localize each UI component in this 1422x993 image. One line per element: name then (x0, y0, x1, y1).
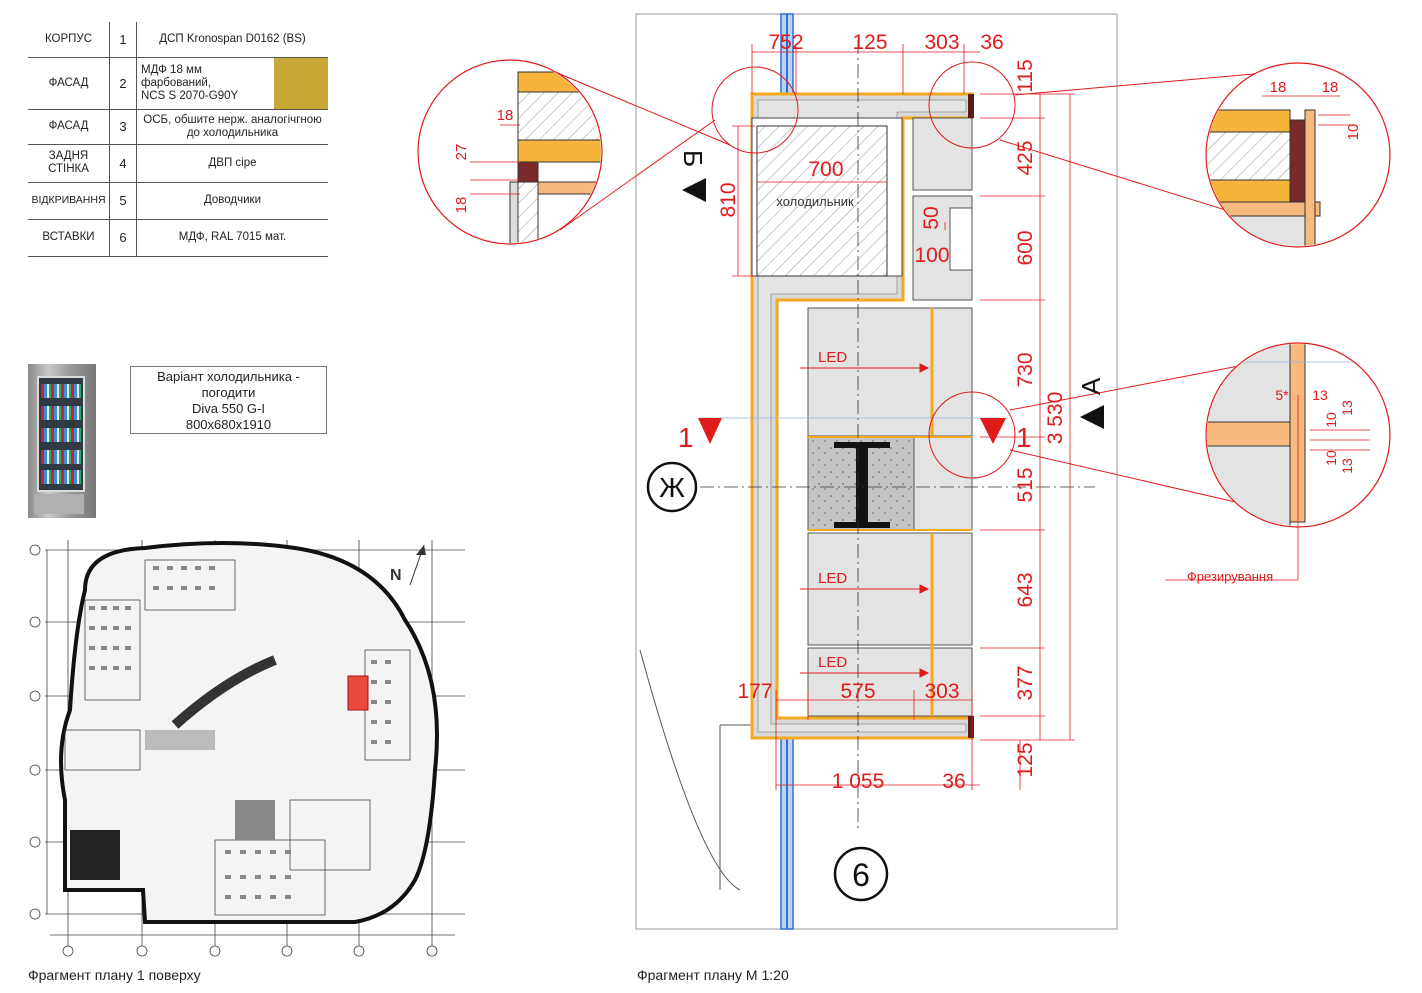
small-dim: 50 (920, 206, 943, 229)
led-label: LED (818, 654, 847, 671)
svg-text:13: 13 (1312, 387, 1328, 403)
legend-num: 1 (109, 22, 137, 58)
section-label-a: А (1076, 377, 1106, 395)
section-arrow-a (1080, 405, 1104, 429)
detail-mid-right: 5* 13 10 13 10 13 Фрезирування (1165, 342, 1391, 584)
legend-row: ЗАДНЯ СТІНКА 4 ДВП сіре (28, 144, 328, 183)
legend-num: 3 (109, 109, 137, 145)
detail-left: 18 27 18 (417, 59, 603, 245)
legend-num: 6 (109, 219, 137, 257)
dim-right: 115 (1014, 59, 1037, 92)
dim-top: 752 (768, 31, 803, 54)
led-label: LED (818, 349, 847, 366)
detail-callout-left (711, 66, 799, 154)
svg-text:18: 18 (497, 107, 514, 124)
legend-desc: ДВП сіре (136, 144, 328, 183)
dim-bottom2: 1 055 (832, 770, 885, 793)
svg-text:13: 13 (1339, 458, 1355, 474)
dim-bottom: 575 (840, 680, 875, 703)
dim-bottom: 303 (924, 680, 959, 703)
fridge-photo (28, 364, 96, 518)
svg-text:18: 18 (453, 197, 470, 214)
dim-right: 643 (1014, 572, 1037, 607)
legend-num: 4 (109, 144, 137, 183)
fridge-base (34, 494, 84, 514)
dim-top: 36 (980, 31, 1003, 54)
svg-text:10: 10 (1323, 450, 1339, 466)
axis-label-zh: Ж (659, 472, 685, 503)
detail-top-right: 18 18 10 (1205, 62, 1391, 248)
fridge-depth-dim: 810 (717, 182, 740, 217)
section-arrow-1-left (698, 418, 722, 444)
svg-text:18: 18 (1270, 79, 1287, 96)
materials-legend: КОРПУС 1 ДСП Kronospan D0162 (BS) ФАСАД … (28, 22, 328, 257)
legend-name: ФАСАД (28, 57, 110, 110)
color-swatch (274, 57, 328, 110)
section-arrow-b (682, 178, 706, 202)
legend-row: ВІДКРИВАННЯ 5 Доводчики (28, 182, 328, 220)
dim-right: 515 (1014, 467, 1037, 502)
legend-desc: МДФ 18 мм фарбований, NCS S 2070-G90Y (136, 57, 274, 110)
dim-bottom: 177 (737, 680, 772, 703)
floor-plan-drawing: N (29, 540, 465, 957)
section-label-1: 1 (678, 422, 694, 453)
legend-name: ВІДКРИВАННЯ (28, 182, 110, 220)
dim-bottom2: 36 (942, 770, 965, 793)
svg-text:10: 10 (1323, 412, 1339, 428)
legend-desc: ДСП Kronospan D0162 (BS) (136, 22, 328, 58)
legend-desc: Доводчики (136, 182, 328, 220)
svg-text:13: 13 (1339, 400, 1355, 416)
detail-plan-caption: Фрагмент плану М 1:20 (637, 967, 789, 983)
dim-top: 125 (852, 31, 887, 54)
legend-name: ФАСАД (28, 109, 110, 145)
svg-text:10: 10 (1345, 124, 1362, 141)
legend-name: ВСТАВКИ (28, 219, 110, 257)
milling-label: Фрезирування (1187, 569, 1273, 584)
svg-text:27: 27 (453, 144, 470, 161)
svg-text:N: N (390, 567, 402, 584)
legend-name: ЗАДНЯ СТІНКА (28, 144, 110, 183)
legend-name: КОРПУС (28, 22, 110, 58)
section-label-1: 1 (1016, 422, 1032, 453)
section-label-b: Б (678, 150, 708, 167)
legend-row: ФАСАД 3 ОСБ, обшите нерж. аналогічгною д… (28, 109, 328, 145)
svg-text:5*: 5* (1275, 387, 1289, 403)
fridge-label: холодильник (776, 194, 854, 209)
dim-right: 600 (1014, 230, 1037, 265)
fridge-variant-note: Варіант холодильника - погодити Diva 550… (130, 366, 327, 434)
section-arrow-1-right (980, 418, 1006, 444)
axis-marker-6 (833, 846, 889, 902)
dim-right: 377 (1014, 665, 1037, 700)
north-arrow: N (390, 544, 426, 586)
dim-right: 125 (1014, 742, 1037, 777)
fridge-door (37, 376, 85, 492)
legend-row: ВСТАВКИ 6 МДФ, RAL 7015 мат. (28, 219, 328, 257)
fridge-width-dim: 700 (808, 158, 843, 181)
detail-callout-mid-right (928, 391, 1016, 479)
small-dim: 100 (914, 244, 949, 267)
floor-plan-caption: Фрагмент плану 1 поверху (28, 967, 201, 983)
legend-row: ФАСАД 2 МДФ 18 мм фарбований, NCS S 2070… (28, 57, 328, 110)
legend-row: КОРПУС 1 ДСП Kronospan D0162 (BS) (28, 22, 328, 58)
legend-num: 5 (109, 182, 137, 220)
dim-top: 303 (924, 31, 959, 54)
legend-num: 2 (109, 57, 137, 110)
legend-desc: ОСБ, обшите нерж. аналогічгною до холоди… (136, 109, 328, 145)
detail-callout-top-right (928, 61, 1016, 149)
axis-marker-zh (646, 461, 698, 513)
axis-label-6: 6 (852, 857, 870, 893)
dim-right: 730 (1014, 352, 1037, 387)
svg-text:18: 18 (1322, 79, 1339, 96)
highlight-marker (347, 675, 369, 711)
legend-desc: МДФ, RAL 7015 мат. (136, 219, 328, 257)
dim-total: 3 530 (1044, 392, 1067, 445)
led-label: LED (818, 570, 847, 587)
